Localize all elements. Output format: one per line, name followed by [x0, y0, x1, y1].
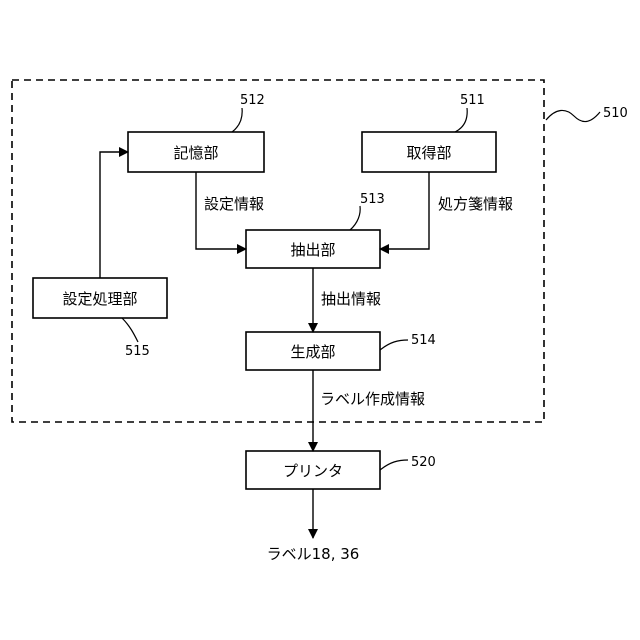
extraction-ref: 513	[360, 192, 385, 207]
device-boundary-ref: 510	[603, 106, 628, 121]
settings-processing-ref: 515	[125, 344, 150, 359]
storage-ref-leader	[232, 108, 242, 132]
device-boundary-leader	[546, 110, 600, 121]
printer-label: プリンタ	[283, 462, 343, 480]
printer-ref-leader	[380, 460, 408, 470]
acquisition-label: 取得部	[406, 144, 451, 162]
extraction-ref-leader	[350, 206, 360, 230]
generation-label: 生成部	[290, 343, 335, 361]
arrow-acquisition-to-extraction	[380, 172, 429, 249]
arrow-settings-to-storage	[100, 152, 128, 278]
generation-ref: 514	[411, 333, 436, 348]
edge-label-prescription-info: 処方箋情報	[438, 195, 513, 213]
edge-label-setting-info: 設定情報	[204, 195, 264, 213]
extraction-label: 抽出部	[290, 241, 335, 259]
storage-label: 記憶部	[173, 144, 218, 162]
settings-processing-label: 設定処理部	[62, 290, 137, 308]
acquisition-ref: 511	[460, 93, 485, 108]
storage-ref: 512	[240, 93, 265, 108]
printer-ref: 520	[411, 455, 436, 470]
edge-label-label-creation-info: ラベル作成情報	[320, 390, 425, 408]
settings-processing-ref-leader	[122, 318, 138, 342]
edge-label-extraction-info: 抽出情報	[321, 290, 381, 308]
generation-ref-leader	[380, 340, 408, 350]
output-label: ラベル18, 36	[267, 545, 360, 563]
acquisition-ref-leader	[455, 108, 467, 132]
